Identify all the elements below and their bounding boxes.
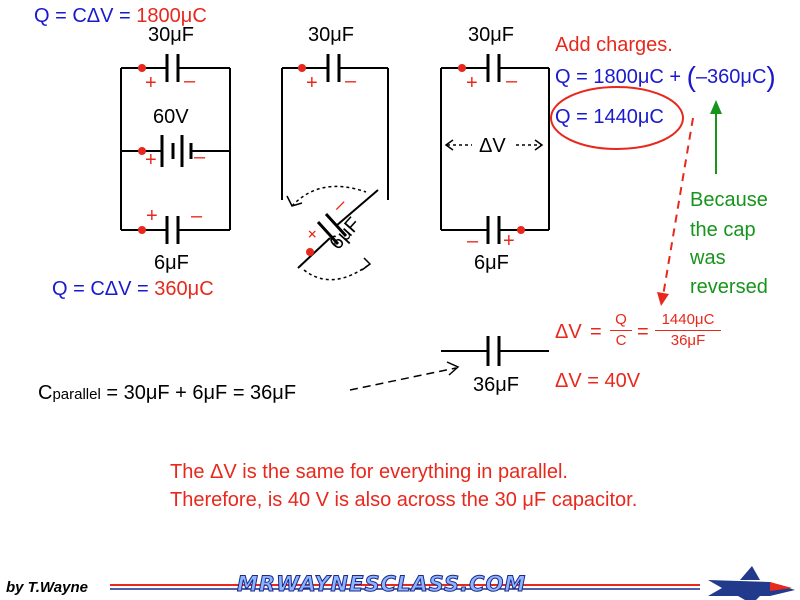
reason-line-3: was: [690, 247, 726, 269]
green-arrow: [710, 100, 722, 174]
c30-label-1: 30μF: [148, 24, 194, 46]
reason-line-1: Because: [690, 189, 768, 211]
sum-paren-close: ): [766, 61, 776, 92]
conclusion-line-1: The ΔV is the same for everything in par…: [170, 461, 568, 483]
minus-sign: –: [191, 205, 203, 227]
reason-line-4: reversed: [690, 276, 768, 298]
delta-v-arrows: [444, 139, 544, 151]
dv-symbol: ΔV: [555, 321, 582, 343]
plus-sign: +: [145, 149, 157, 171]
terminal-dots: [138, 64, 525, 256]
equivalent-capacitor: [441, 336, 549, 366]
fraction-q-over-c: Q C: [610, 312, 632, 349]
sum-negative: –360μC: [695, 66, 767, 88]
conclusion-line-2: Therefore, is 40 V is also across the 30…: [170, 489, 638, 511]
equals-sign: =: [637, 321, 649, 343]
circuit-3: [440, 54, 550, 244]
fraction-charge-over-cap: 1440μC 36μF: [655, 312, 721, 349]
q-small-value: 360μC: [154, 278, 214, 300]
add-charges-title: Add charges.: [555, 34, 673, 56]
minus-sign: –: [467, 230, 479, 252]
minus-sign: –: [194, 146, 206, 168]
c6-label-1: 6μF: [154, 252, 189, 274]
q-big-value: 1800μC: [136, 5, 207, 27]
rotated-capacitor: [297, 189, 379, 269]
dv-result: ΔV = 40V: [555, 370, 641, 392]
circuit-2: [281, 54, 389, 200]
q-big-equation: Q = CΔV = 1800μC: [34, 6, 207, 26]
equivalent-label: 36μF: [473, 374, 519, 396]
footer-author: by T.Wayne: [6, 579, 88, 596]
plus-sign: +: [306, 72, 318, 94]
reason-line-2: the cap: [690, 219, 756, 241]
plus-sign: +: [145, 72, 157, 94]
minus-sign: –: [345, 70, 357, 92]
site-logo[interactable]: MRWAYNESCLASS.COM: [236, 572, 527, 596]
rotation-arrows: [291, 185, 371, 281]
plus-sign: +: [503, 230, 515, 252]
c-parallel-equation: Cparallel = 30μF + 6μF = 36μF: [38, 383, 296, 403]
circuit-1: [120, 54, 231, 244]
minus-sign: –: [506, 70, 518, 92]
c-parallel-expr: = 30μF + 6μF = 36μF: [100, 382, 297, 404]
battery-label: 60V: [153, 106, 189, 128]
frac2-den: 36μF: [670, 331, 706, 349]
c-subscript: parallel: [52, 386, 101, 403]
plus-sign: +: [146, 205, 158, 227]
minus-sign: –: [184, 70, 196, 92]
dashed-arrow-black: [349, 361, 460, 391]
q-big-prefix: Q = CΔV =: [34, 5, 137, 27]
c30-label-2: 30μF: [308, 24, 354, 46]
frac2-num: 1440μC: [661, 311, 715, 328]
c6-label-2: 6μF: [474, 252, 509, 274]
result-ellipse: [550, 86, 684, 150]
sum-paren-open: (: [686, 61, 696, 92]
delta-v-label: ΔV: [479, 135, 506, 157]
plus-sign: +: [466, 72, 478, 94]
frac1-num: Q: [615, 311, 627, 328]
q-small-prefix: Q = CΔV =: [52, 278, 155, 300]
q-result: Q = 1440μC: [555, 106, 664, 128]
q-small-equation: Q = CΔV = 360μC: [52, 279, 214, 299]
c-symbol: C: [38, 382, 53, 404]
dashed-arrow-red: [657, 117, 694, 306]
c30-label-3: 30μF: [468, 24, 514, 46]
frac1-den: C: [615, 331, 627, 349]
jet-logo-icon: [708, 566, 795, 600]
equals-sign: =: [590, 321, 602, 343]
sum-lead: Q = 1800μC +: [555, 66, 687, 88]
sum-line: Q = 1800μC + (–360μC): [555, 63, 776, 91]
